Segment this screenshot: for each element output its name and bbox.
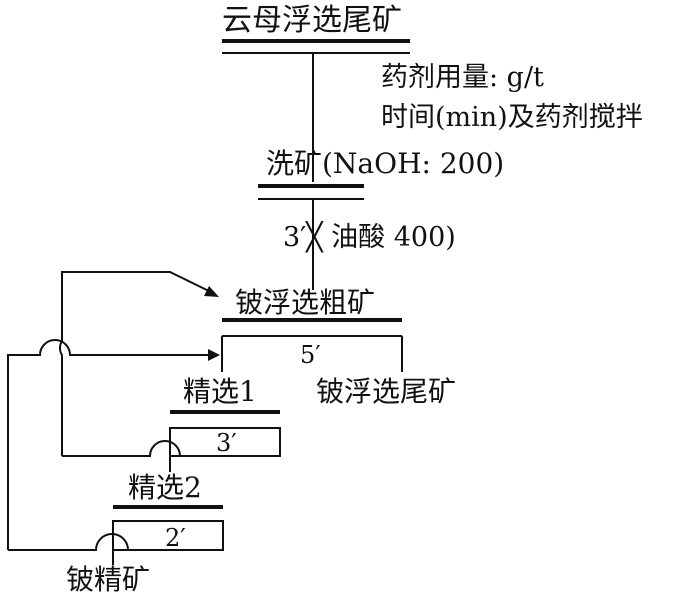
cleaner2-bar xyxy=(113,505,223,509)
cleaner1-time: 3′ xyxy=(216,429,237,457)
rougher-time: 5′ xyxy=(300,341,321,369)
legend-dosage: 药剂用量: g/t xyxy=(381,62,544,93)
arrowhead-rougher-recycle xyxy=(204,286,219,297)
legend-time: 时间(min)及药剂搅拌 xyxy=(381,102,643,133)
rougher-tailings-label: 铍浮选尾矿 xyxy=(316,375,457,408)
cleaner2-split xyxy=(112,520,224,565)
cleaner1-bar xyxy=(170,410,280,414)
recycle-cleaner1-to-rougher xyxy=(59,271,216,457)
conditioning-label: 3′╳ 油酸 400) xyxy=(283,222,456,253)
rougher-bar xyxy=(222,318,402,322)
feed-bar xyxy=(222,39,410,43)
cleaner2-time: 2′ xyxy=(165,524,186,552)
washing-bar xyxy=(258,184,364,188)
rougher-label: 铍浮选粗矿 xyxy=(235,286,376,319)
cleaner1-label: 精选1 xyxy=(183,375,257,408)
arrowhead-cleaner1-recycle xyxy=(208,349,220,361)
concentrate-label: 铍精矿 xyxy=(66,563,151,596)
cleaner2-label: 精选2 xyxy=(128,471,202,504)
feed-label: 云母浮选尾矿 xyxy=(222,3,402,38)
washing-label: 洗矿(NaOH: 200) xyxy=(266,147,505,180)
recycle-cleaner2-to-cleaner1 xyxy=(7,339,214,551)
